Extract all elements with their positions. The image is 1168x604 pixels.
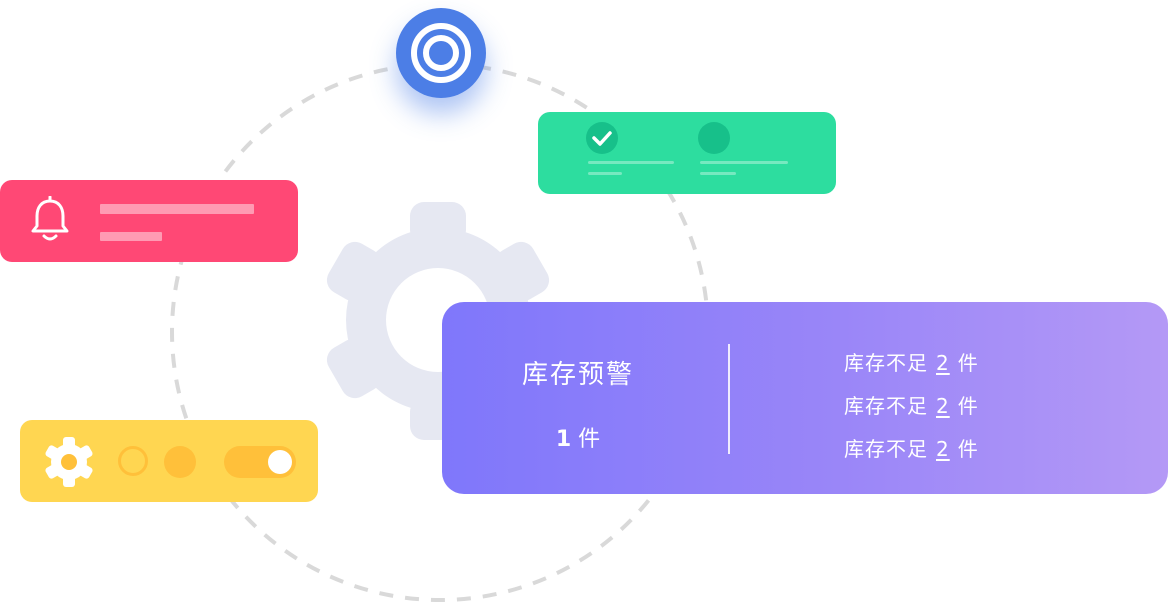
- placeholder-line: [588, 161, 674, 164]
- placeholder-line: [100, 204, 254, 214]
- toggle-knob: [268, 450, 292, 474]
- alert-unit: 件: [957, 394, 979, 418]
- placeholder-line: [700, 161, 788, 164]
- alert-count: 2: [936, 437, 950, 461]
- status-dot: [698, 122, 730, 154]
- alert-unit: 件: [957, 351, 979, 375]
- divider: [728, 344, 730, 454]
- alert-text: 库存不足: [844, 437, 928, 461]
- pink-notification-card: [0, 180, 298, 262]
- bell-icon: [31, 196, 69, 241]
- stock-warning-title: 库存预警: [521, 360, 634, 390]
- count-unit: 件: [578, 427, 601, 452]
- green-status-card: [538, 112, 836, 194]
- target-ring-button[interactable]: [396, 8, 486, 98]
- gear-icon: [45, 437, 93, 487]
- alert-text: 库存不足: [844, 394, 928, 418]
- check-icon: [586, 122, 618, 154]
- placeholder-line: [588, 172, 622, 175]
- placeholder-line: [700, 172, 736, 175]
- target-ring-icon: [411, 23, 471, 83]
- alert-count: 2: [936, 394, 950, 418]
- radio-filled[interactable]: [164, 446, 196, 478]
- alert-count: 2: [936, 351, 950, 375]
- count-value: 1: [555, 427, 572, 452]
- placeholder-line: [100, 232, 162, 241]
- radio-outline[interactable]: [118, 446, 148, 476]
- alert-text: 库存不足: [844, 351, 928, 375]
- alert-unit: 件: [957, 437, 979, 461]
- stock-warning-count: 1 件: [442, 421, 714, 453]
